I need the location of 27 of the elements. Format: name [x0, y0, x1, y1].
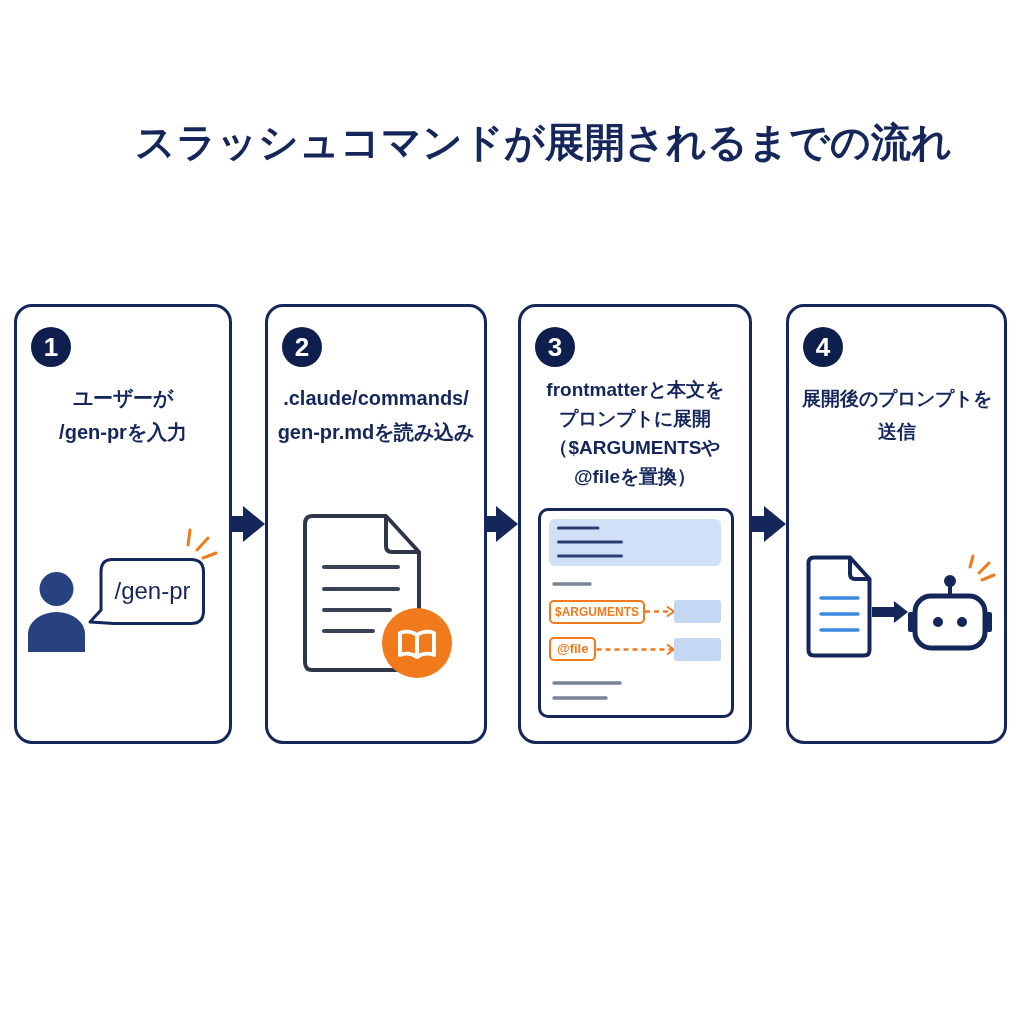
step-number-badge: 2 [282, 327, 322, 367]
arrow [872, 601, 908, 623]
step-title: frontmatterと本文をプロンプトに展開（$ARGUMENTSや@fileを置換） [545, 378, 725, 489]
step-title: .claude/commands/gen-pr.mdを読み込み [276, 386, 476, 445]
placeholder-tag: @file [549, 637, 597, 661]
robot-icon [908, 572, 992, 652]
value-slot [674, 600, 721, 623]
dashed-arrow [596, 644, 675, 655]
step-number-badge: 1 [31, 327, 71, 367]
step-card [518, 304, 752, 744]
step-title: ユーザーが/gen-prを入力 [58, 386, 188, 445]
step-number-badge: 3 [535, 327, 575, 367]
speech-bubble: /gen-pr [88, 558, 205, 625]
step-title: 展開後のプロンプトを送信 [800, 387, 993, 444]
document-icon [806, 555, 872, 658]
step-number-badge: 4 [803, 327, 843, 367]
arrow [487, 506, 518, 542]
arrow [752, 506, 786, 542]
diagram-title: スラッシュコマンドが展開されるまでの流れ [135, 119, 952, 166]
step-card [14, 304, 232, 744]
placeholder-tag: $ARGUMENTS [549, 600, 645, 624]
step-card [786, 304, 1007, 744]
prompt-document [538, 508, 734, 718]
arrow [232, 506, 265, 542]
step-card [265, 304, 487, 744]
dashed-arrow [645, 606, 675, 617]
value-slot [674, 638, 721, 661]
